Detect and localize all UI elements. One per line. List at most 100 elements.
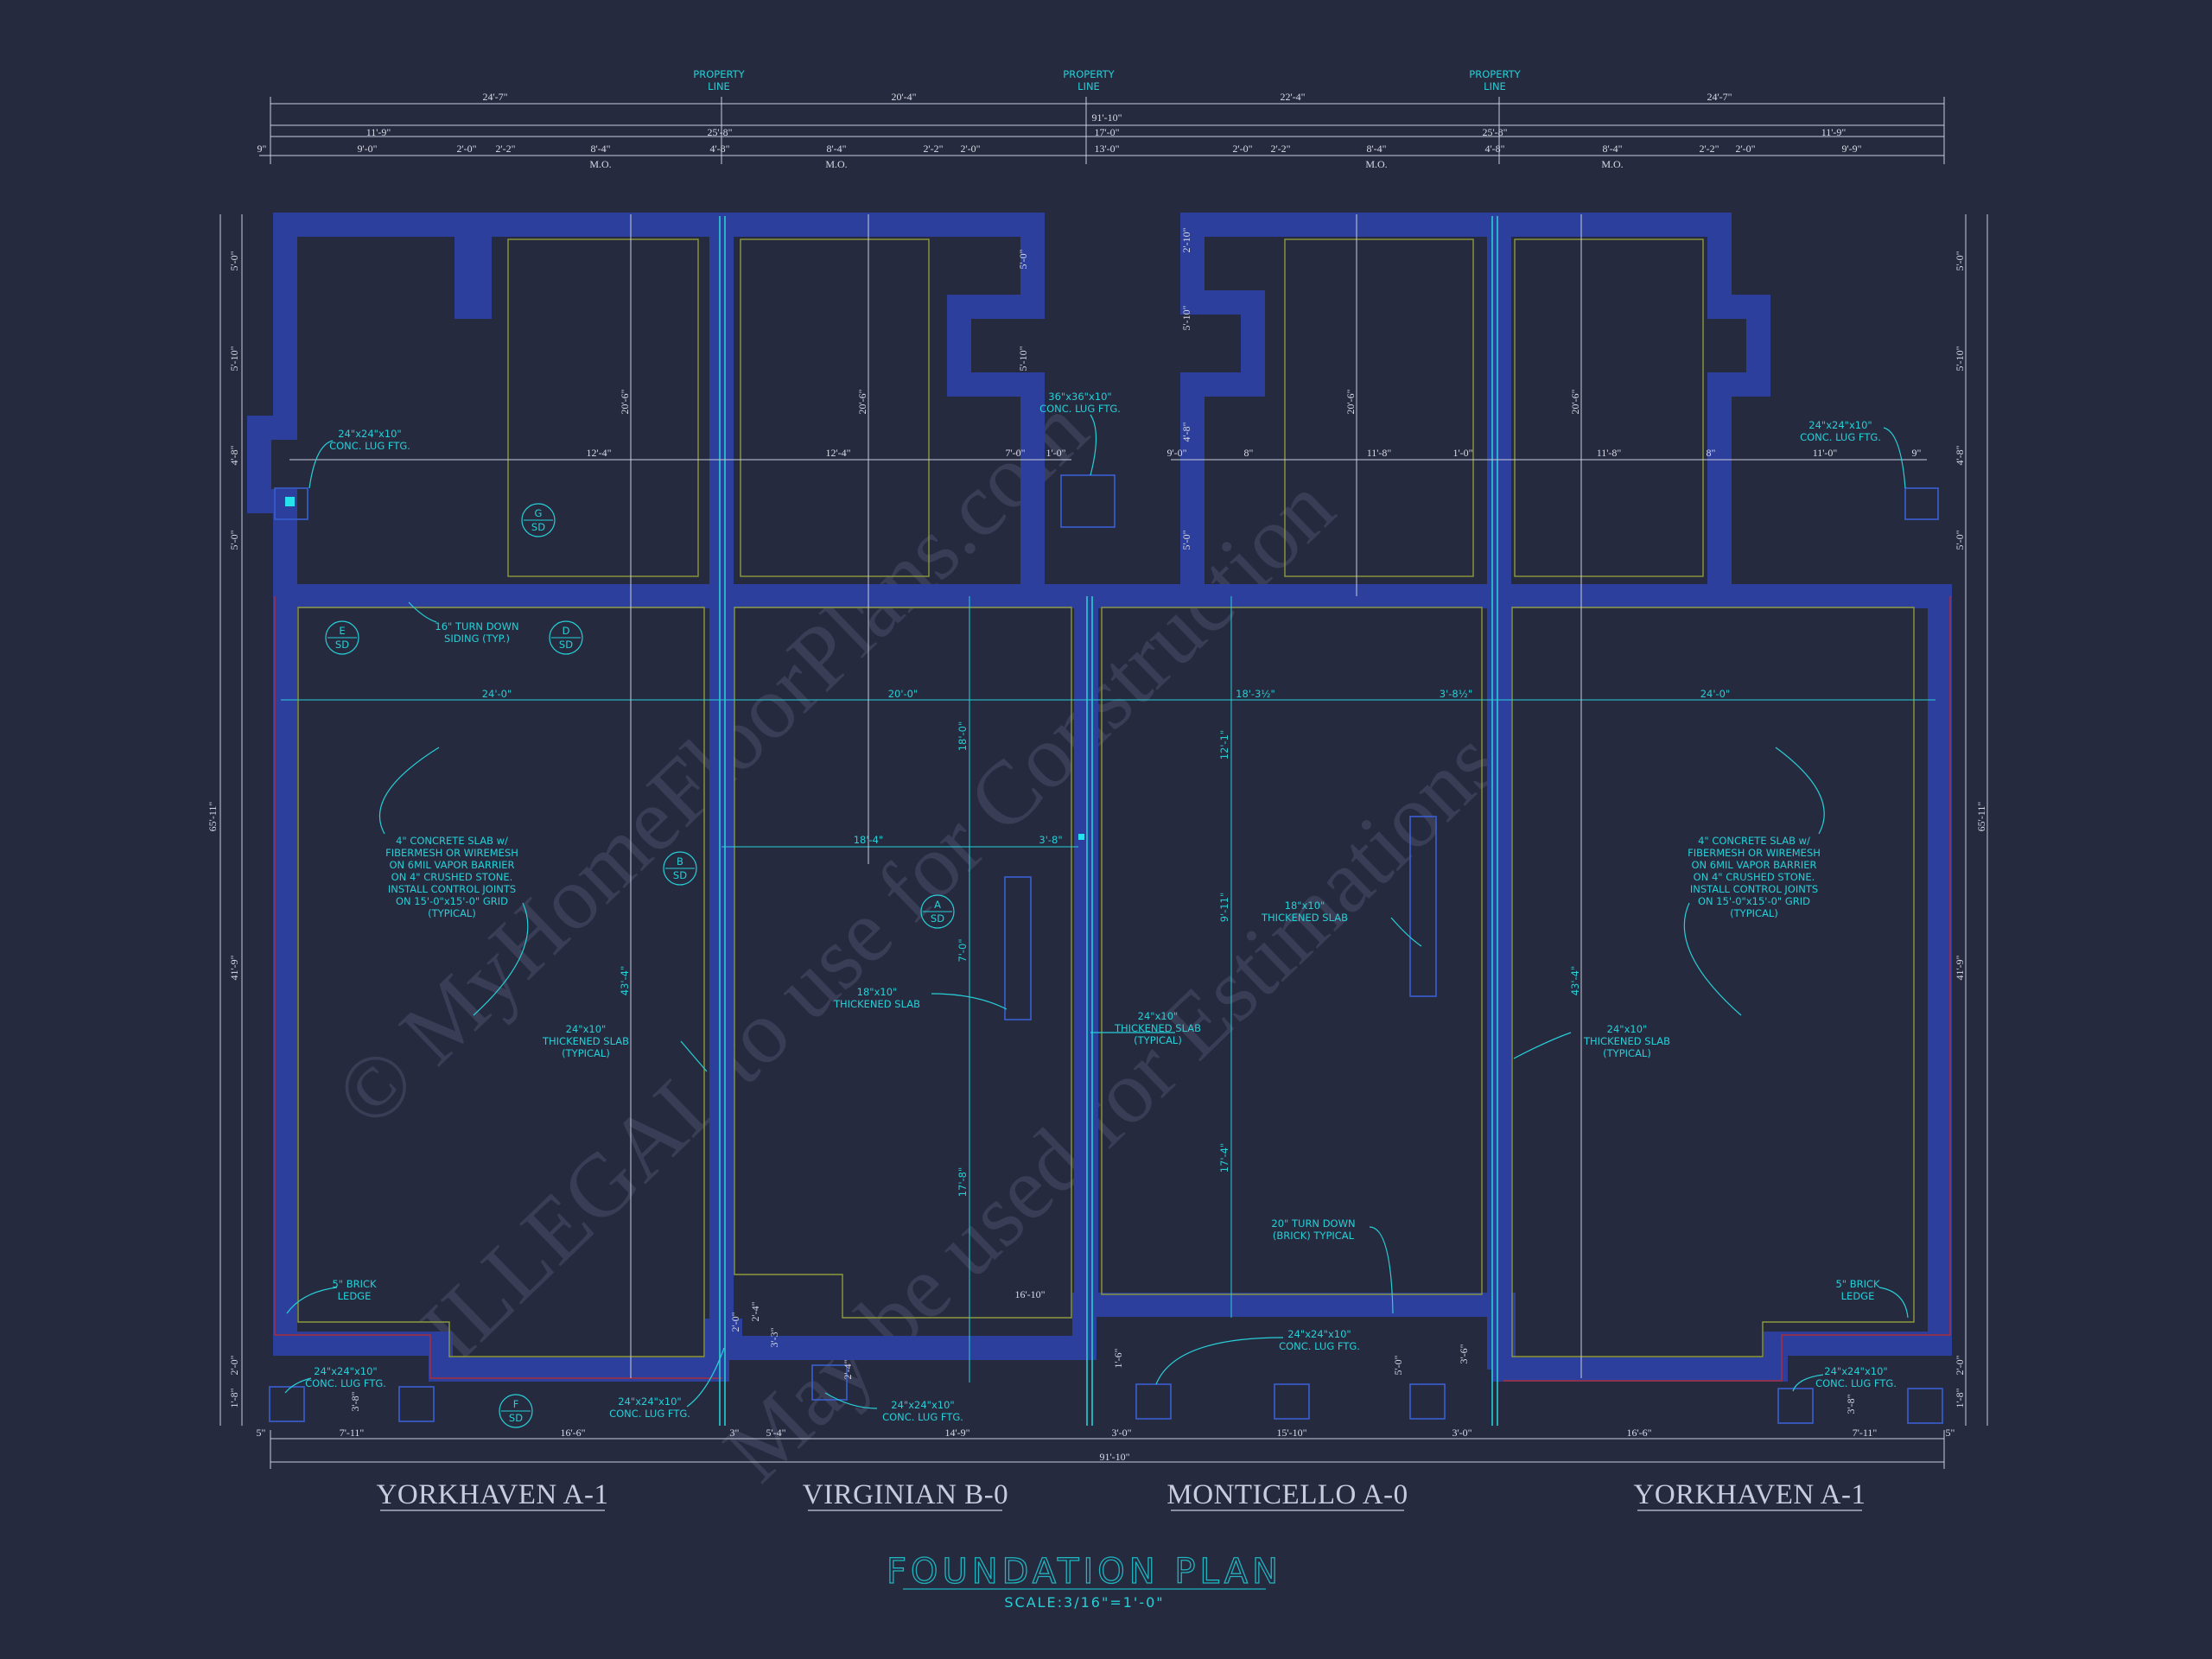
dim-text: 7'-0" xyxy=(957,938,969,962)
dim-text: 5'-10" xyxy=(228,346,240,371)
dim-text: 9" xyxy=(1912,447,1922,459)
unit-label: YORKHAVEN A-1 xyxy=(377,1479,609,1510)
note-lug-footing: 24"x24"x10" CONC. LUG FTG. xyxy=(1800,419,1881,443)
thickened-slab-block xyxy=(1409,816,1437,997)
svg-text:LEDGE: LEDGE xyxy=(338,1290,372,1302)
watermark-line-3: May be used for Estimations xyxy=(705,711,1517,1500)
svg-text:18"x10": 18"x10" xyxy=(857,986,898,998)
dim-text: 7'-0" xyxy=(1005,447,1025,459)
dim-text: 2'-4" xyxy=(842,1359,854,1379)
dim-text: 12'-1" xyxy=(1218,730,1230,760)
svg-text:CONC. LUG FTG.: CONC. LUG FTG. xyxy=(882,1411,963,1423)
dim-text: 13'-0" xyxy=(1094,143,1119,155)
note-turn-down-siding: 16" TURN DOWN SIDING (TYP.) xyxy=(435,620,518,645)
svg-text:(TYPICAL): (TYPICAL) xyxy=(1730,907,1778,919)
svg-text:4" CONCRETE SLAB w/: 4" CONCRETE SLAB w/ xyxy=(396,835,508,847)
property-line-label: LINE xyxy=(708,80,730,92)
dim-text: 8'-4" xyxy=(1366,143,1386,155)
dim-text: 12'-4" xyxy=(586,447,611,459)
dim-text: 11'-9" xyxy=(1821,126,1847,138)
dim-text: 20'-4" xyxy=(891,91,916,103)
dim-text: 24'-7" xyxy=(1707,91,1732,103)
dim-text: 4'-8" xyxy=(1180,422,1192,442)
dim-text: 24'-7" xyxy=(482,91,507,103)
svg-text:THICKENED SLAB: THICKENED SLAB xyxy=(1583,1035,1670,1047)
dim-text: 8" xyxy=(1707,447,1716,459)
property-line-label: PROPERTY xyxy=(1063,68,1115,80)
svg-text:CONC. LUG FTG.: CONC. LUG FTG. xyxy=(1800,431,1881,443)
dim-text: 22'-4" xyxy=(1280,91,1305,103)
bottom-dimensions: 5" 7'-11" 16'-6" 3" 5'-4" 14'-9" 3'-0" 1… xyxy=(257,1427,1955,1463)
footings xyxy=(269,474,1943,1424)
svg-text:F: F xyxy=(513,1398,519,1410)
unit-label: YORKHAVEN A-1 xyxy=(1634,1479,1866,1510)
dim-text: 20'-6" xyxy=(619,389,631,414)
section-marker-e: E SD xyxy=(325,620,359,655)
dim-text: 7'-11" xyxy=(1853,1427,1878,1439)
note-thickened-slab: 24"x10" THICKENED SLAB (TYPICAL) xyxy=(542,1023,629,1059)
dim-text: 5" xyxy=(257,1427,266,1439)
dim-text: 4'-8" xyxy=(228,445,240,465)
lug-footing xyxy=(398,1386,435,1422)
mo-label: M.O. xyxy=(589,158,611,170)
svg-text:36"x36"x10": 36"x36"x10" xyxy=(1048,391,1111,403)
mo-label: M.O. xyxy=(1601,158,1623,170)
note-concrete-slab: 4" CONCRETE SLAB w/ FIBERMESH OR WIREMES… xyxy=(385,835,518,919)
lug-marker xyxy=(285,497,295,506)
section-marker-f: F SD xyxy=(499,1394,533,1428)
svg-text:20" TURN DOWN: 20" TURN DOWN xyxy=(1271,1217,1355,1230)
lug-footing xyxy=(1135,1383,1172,1420)
dim-text: 18'-0" xyxy=(957,721,969,752)
main-slab-2 xyxy=(734,607,1072,1319)
note-lug-footing: 24"x24"x10" CONC. LUG FTG. xyxy=(329,428,410,452)
dim-text: 9'-11" xyxy=(1218,893,1230,923)
dim-text: 3'-8" xyxy=(349,1391,361,1411)
dim-text: 11'-0" xyxy=(1813,447,1838,459)
svg-text:FIBERMESH OR WIREMESH: FIBERMESH OR WIREMESH xyxy=(385,847,518,859)
svg-text:24"x24"x10": 24"x24"x10" xyxy=(1287,1328,1351,1340)
property-line-label: PROPERTY xyxy=(1469,68,1521,80)
svg-text:CONC. LUG FTG.: CONC. LUG FTG. xyxy=(1815,1377,1897,1389)
svg-text:(BRICK) TYPICAL: (BRICK) TYPICAL xyxy=(1273,1230,1355,1242)
top-dimensions: PROPERTY LINE PROPERTY LINE PROPERTY LIN… xyxy=(257,68,1862,170)
foundation-wall-main xyxy=(273,584,1952,1382)
dim-text: 2'-0" xyxy=(1735,143,1755,155)
lug-footing xyxy=(1060,474,1116,528)
property-line-label: LINE xyxy=(1484,80,1506,92)
dim-text: 20'-6" xyxy=(1569,389,1581,414)
svg-text:THICKENED SLAB: THICKENED SLAB xyxy=(833,998,920,1010)
svg-text:E: E xyxy=(339,625,345,637)
dim-text: 3'-8" xyxy=(1039,834,1062,846)
foundation-walls xyxy=(247,213,1952,1382)
dim-text: 8'-4" xyxy=(590,143,610,155)
dim-text: 9'-0" xyxy=(357,143,377,155)
side-dimensions: 5'-0" 5'-10" 4'-8" 5'-0" 41'-9" 2'-0" 1'… xyxy=(207,251,1987,1408)
dim-text: 1'-6" xyxy=(1112,1348,1124,1368)
dim-text: 8'-4" xyxy=(1602,143,1622,155)
dim-text: 1'-8" xyxy=(228,1388,240,1408)
dim-text: 5'-0" xyxy=(1180,530,1192,550)
lug-footing xyxy=(1777,1388,1814,1424)
dim-text: 4'-8" xyxy=(709,143,729,155)
dim-text: 1'-0" xyxy=(1452,447,1472,459)
notes: 24"x24"x10" CONC. LUG FTG. 24"x24"x10" C… xyxy=(305,391,1897,1423)
dim-text: 43'-4" xyxy=(619,966,631,996)
dim-text: 20'-6" xyxy=(856,389,868,414)
lug-footing xyxy=(1274,1383,1310,1420)
turn-down-lines xyxy=(274,596,1951,1382)
svg-text:24"x24"x10": 24"x24"x10" xyxy=(338,428,401,440)
section-markers: G SD E SD D SD B SD A SD xyxy=(325,503,955,1428)
dim-text: 9" xyxy=(257,143,267,155)
dim-text: 2'-0" xyxy=(960,143,980,155)
section-marker-g: G SD xyxy=(521,503,556,537)
lug-footing xyxy=(269,1386,305,1422)
drawing-title: FOUNDATION PLAN xyxy=(887,1552,1282,1592)
dim-text: 3'-3" xyxy=(768,1327,780,1347)
svg-text:5" BRICK: 5" BRICK xyxy=(1835,1278,1880,1290)
turn-down-right xyxy=(1503,596,1951,1382)
note-lug-footing: 24"x24"x10" CONC. LUG FTG. xyxy=(1279,1328,1360,1352)
dim-text: 25'-8" xyxy=(707,126,732,138)
svg-text:5" BRICK: 5" BRICK xyxy=(332,1278,377,1290)
turn-down-left xyxy=(274,596,722,1379)
dim-text: 2'-4" xyxy=(749,1301,761,1321)
